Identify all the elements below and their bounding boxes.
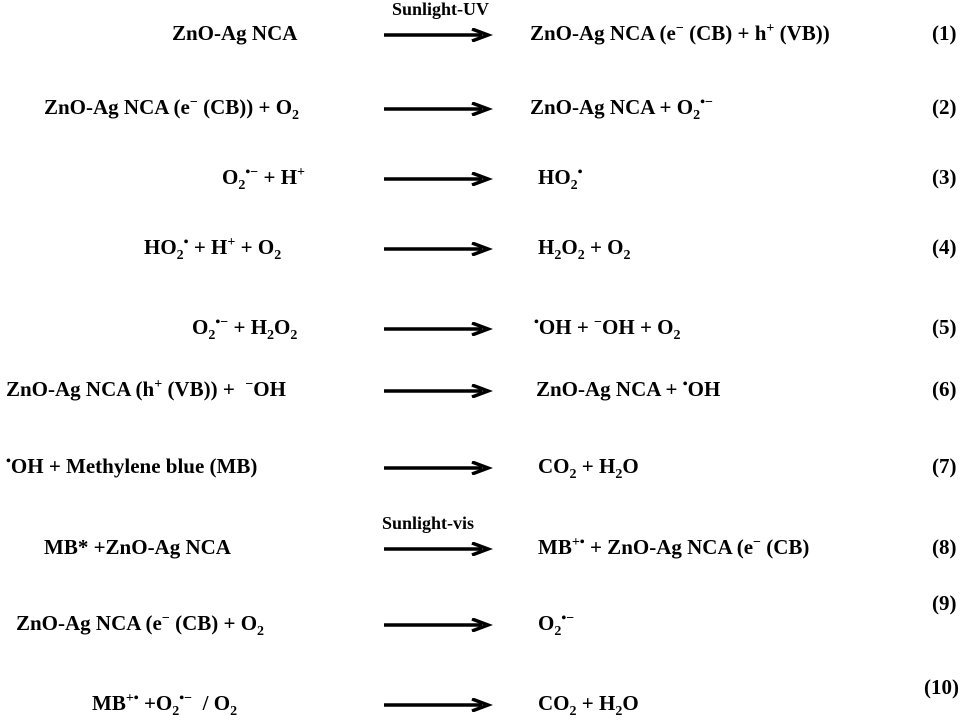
equation-2: ZnO-Ag NCA (e− (CB)) + O2 ZnO-Ag NCA + O… [0,82,980,132]
equation-1: ZnO-Ag NCA Sunlight-UV ZnO-Ag NCA (e− (C… [0,0,980,58]
equation-3-reactants: O2•− + H+ [222,165,306,193]
equation-9: ZnO-Ag NCA (e− (CB) + O2 O2•− (9) [0,591,980,648]
equation-5: O2•− + H2O2 •OH + −OH + O2 (5) [0,302,980,352]
equation-2-reactants: ZnO-Ag NCA (e− (CB)) + O2 [44,95,300,123]
equation-7-number: (7) [932,454,957,478]
equation-7: •OH + Methylene blue (MB) CO2 + H2O (7) [0,441,980,491]
reaction-arrow-7 [384,461,493,475]
equation-8-number: (8) [932,535,957,559]
reaction-arrow-3 [384,172,493,186]
reaction-arrow-4 [384,242,493,256]
equation-6-number: (6) [932,377,957,401]
equation-5-number: (5) [932,315,957,339]
equation-2-number: (2) [932,95,957,119]
equation-1-number: (1) [932,21,957,45]
reaction-arrow-5 [384,322,493,336]
equation-2-products: ZnO-Ag NCA + O2•− [530,95,713,123]
reaction-arrow-6 [384,384,493,398]
equation-10-products: CO2 + H2O [538,691,639,719]
equation-3: O2•− + H+ HO2• (3) [0,152,980,202]
equation-4-number: (4) [932,235,957,259]
equation-9-reactants: ZnO-Ag NCA (e− (CB) + O2 [16,611,265,639]
equation-10-reactants: MB+• +O2•− / O2 [92,691,238,719]
equation-8-reactants: MB* +ZnO-Ag NCA [44,535,231,559]
equation-5-products: •OH + −OH + O2 [534,315,681,343]
equation-1-products: ZnO-Ag NCA (e− (CB) + h+ (VB)) [530,21,830,45]
equation-4-reactants: HO2• + H+ + O2 [144,235,282,263]
equation-5-reactants: O2•− + H2O2 [192,315,298,343]
equation-4-products: H2O2 + O2 [538,235,631,263]
reaction-arrow-1 [384,28,493,42]
reaction-arrow-10 [384,698,493,712]
equation-1-condition: Sunlight-UV [392,0,490,19]
reaction-arrow-2 [384,102,493,116]
reaction-arrow-8 [384,542,493,556]
equation-3-number: (3) [932,165,957,189]
equation-9-products: O2•− [538,611,575,639]
equation-8-products: MB+• + ZnO-Ag NCA (e− (CB) [538,535,810,559]
equation-6: ZnO-Ag NCA (h+ (VB)) + −OH ZnO-Ag NCA + … [0,364,980,414]
equation-1-reactants: ZnO-Ag NCA [172,21,298,45]
reaction-arrow-9 [384,618,493,632]
equation-7-reactants: •OH + Methylene blue (MB) [6,454,258,478]
equation-10-number: (10) [924,675,959,699]
equation-10: MB+• +O2•− / O2 CO2 + H2O (10) [0,675,980,728]
equation-3-products: HO2• [538,165,583,193]
equation-8: MB* +ZnO-Ag NCA Sunlight-vis MB+• + ZnO-… [0,513,980,572]
equation-8-condition: Sunlight-vis [382,513,475,533]
equation-7-products: CO2 + H2O [538,454,639,482]
equation-4: HO2• + H+ + O2 H2O2 + O2 (4) [0,222,980,272]
equation-6-reactants: ZnO-Ag NCA (h+ (VB)) + −OH [6,377,286,401]
equation-9-number: (9) [932,591,957,615]
equation-6-products: ZnO-Ag NCA + •OH [536,377,721,401]
